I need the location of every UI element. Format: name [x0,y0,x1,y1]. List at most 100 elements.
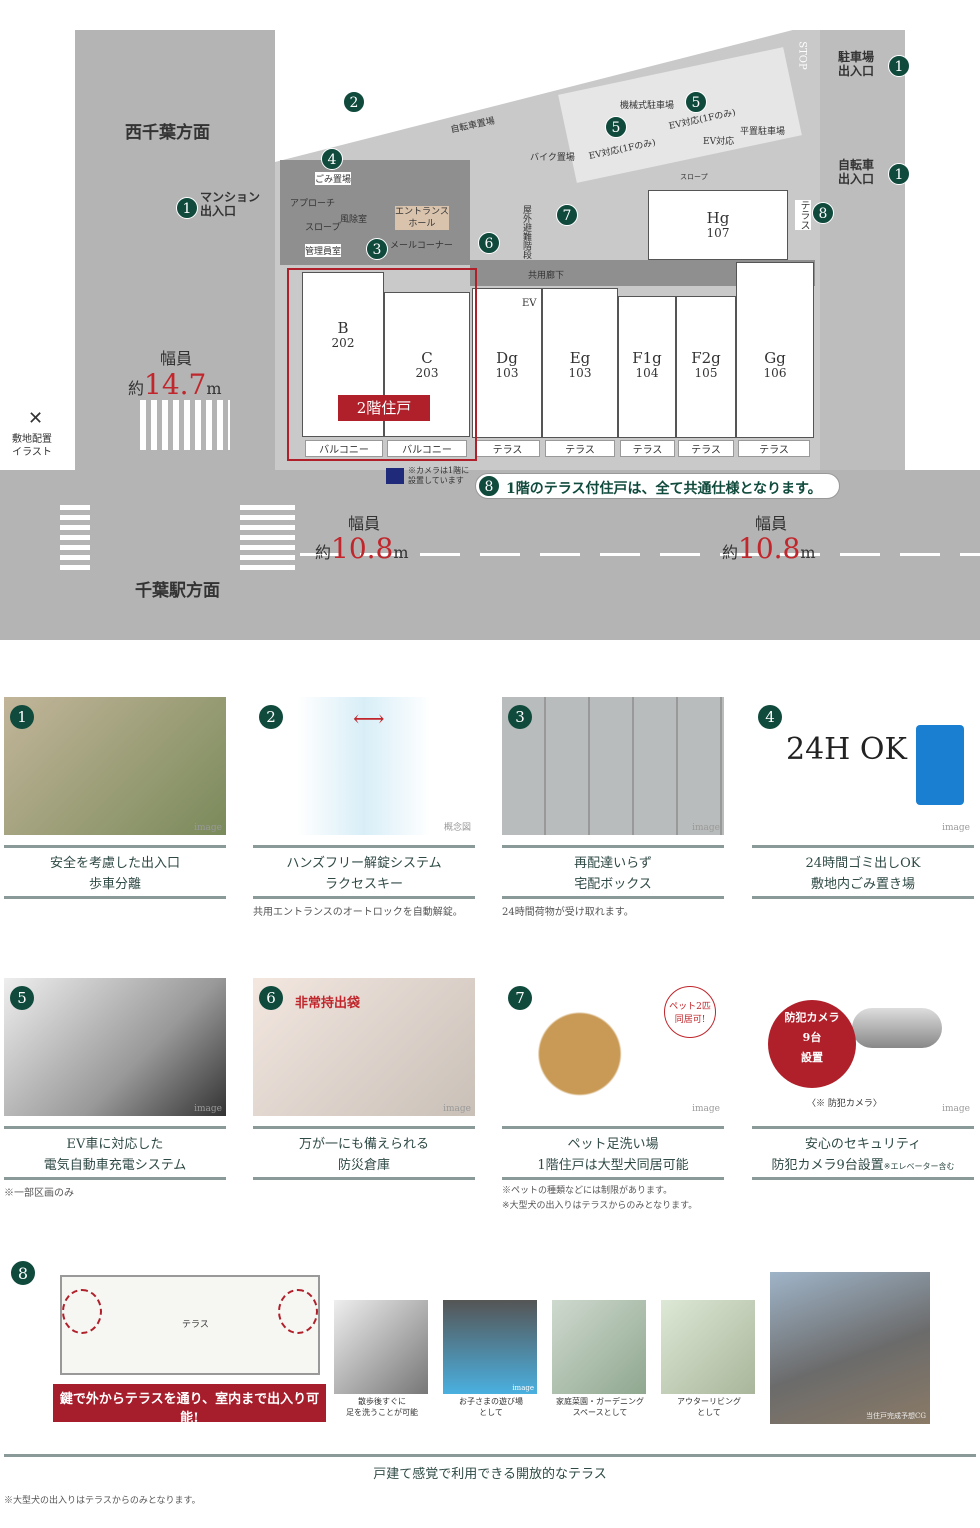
marker-2: 2 [343,91,365,113]
facility-windbreak: 風除室 [340,215,368,225]
compass-label: 敷地配置 イラスト [12,434,52,458]
terrace-render: 当住戸完成予想CG [770,1272,930,1424]
terrace-plan: テラス [60,1275,320,1375]
feature-desc: 共用エントランスのオートロックを自動解錠。 [253,907,463,918]
road-width-label: 幅員 [348,514,381,533]
marker-5: 5 [10,986,34,1010]
facility-flat-parking: 平置駐車場 [740,127,786,137]
feature-photo: 7 ペット2匹 同居可! image [502,978,724,1116]
feature-card: 防犯カメラ 9台 設置〈※ 防犯カメラ〉 image 安心のセキュリティ防犯カメラ… [752,978,974,1180]
marker-8: 8 [478,475,500,497]
terrace-plan-label: テラス [182,1320,209,1330]
site-map: 西千葉方面 千葉駅方面 1 マンション 出入口 1 駐車場 出入口 1 自転車 … [0,0,980,640]
feature-title: 万が一にも備えられる防災倉庫 [253,1126,475,1180]
feature-title: EV車に対応した電気自動車充電システム [4,1126,226,1180]
facility-ev-spot: EV対応 [703,137,735,147]
thumb-outer-living [661,1300,755,1394]
second-floor-outline [287,268,477,461]
facility-garbage: ごみ置場 [315,172,352,185]
compass-icon: ✕ [28,408,44,429]
marker-5: 5 [685,91,707,113]
highlight-circle [62,1289,102,1334]
terrace: テラス [678,440,734,457]
security-camera-icon [852,1008,942,1048]
facility-stairs: 屋外避難階段 [521,205,531,259]
direction-west-chiba: 西千葉方面 [125,123,210,143]
feature-photo: 5 image [4,978,226,1116]
thumb-caption: 家庭菜園・ガーデニング スペースとして [556,1397,644,1417]
camera-count-badge: 防犯カメラ 9台 設置 [768,1000,856,1088]
marker-8: 8 [10,1260,36,1286]
marker-3: 3 [508,705,532,729]
marker-3: 3 [366,238,388,260]
marker-1: 1 [176,197,198,219]
camera-icon [386,468,404,484]
marker-6: 6 [259,986,283,1010]
terrace-note-pill: 8 1階のテラス付住戸は、全て共通仕様となります。 [475,473,840,499]
divider [4,1454,976,1457]
terrace: テラス [475,440,540,457]
marker-2: 2 [259,705,283,729]
facility-bike: バイク置場 [530,153,575,163]
marker-7: 7 [508,986,532,1010]
road-width-value: 約14.7m [128,368,222,401]
facility-manager-room: 管理員室 [305,244,342,257]
facility-mech-parking: 機械式駐車場 [620,101,675,111]
mansion-entrance-label: マンション 出入口 [200,190,261,218]
camera-note: ※カメラは1階に 設置しています [408,466,470,485]
thumb-child-pool: image [443,1300,537,1394]
feature-card: 5 image EV車に対応した電気自動車充電システム ※一部区画のみ [4,978,226,1203]
thumb-gardening [552,1300,646,1394]
trash-can-icon [916,725,964,805]
image-label: image [942,1104,970,1114]
facility-slope: スロープ [305,223,341,233]
terrace: テラス [620,440,675,457]
parking-entrance-label: 駐車場 出入口 [838,50,875,78]
24h-ok-badge: 24H OK [786,732,907,767]
image-label: image [194,1104,222,1114]
feature-title: 安心のセキュリティ防犯カメラ9台設置※エレベーター含む [752,1126,974,1180]
lane-line [300,553,980,556]
direction-chiba-station: 千葉駅方面 [135,581,220,601]
image-label: image [194,823,222,833]
highlight-circle [278,1289,318,1334]
feature-title: 再配達いらず宅配ボックス [502,845,724,899]
marker-1: 1 [10,705,34,729]
terrace-note: 1階のテラス付住戸は、全て共通仕様となります。 [506,481,822,497]
balcony: バルコニー [387,440,467,457]
balcony: バルコニー [305,440,383,457]
feature-desc: 24時間荷物が受け取れます。 [502,907,634,918]
feature-desc: ※ペットの種類などには制限があります。 ※大型犬の出入りはテラスからのみとなりま… [502,1186,698,1211]
thumb-caption: 散歩後すぐに 足を洗うことが可能 [346,1397,418,1417]
road-east [820,30,905,470]
road-vertical [75,30,275,470]
image-label: image [443,1104,471,1114]
terrace: テラス [795,200,811,230]
image-label: image [692,1104,720,1114]
camera-legend: 〈※ 防犯カメラ〉 [807,1099,882,1109]
feature-desc: ※一部区画のみ [4,1188,74,1199]
feature-photo: 防犯カメラ 9台 設置〈※ 防犯カメラ〉 image [752,978,974,1116]
pet-badge: ペット2匹 同居可! [664,986,716,1038]
marker-1: 1 [888,163,910,185]
terrace-banner: 鍵で外からテラスを通り、室内まで出入り可能! ※大型犬の出入りはテラスからのみと… [53,1384,326,1436]
marker-1: 1 [888,55,910,77]
crosswalk [140,400,230,450]
terrace: テラス [738,440,810,457]
terrace-caption: 戸建て感覚で利用できる開放的なテラス [373,1467,607,1482]
thumb-dog [334,1300,428,1394]
terrace-footnote: ※大型犬の出入りはテラスからのみとなります。 [4,1496,201,1506]
stop-marking: STOP [796,41,808,70]
feature-photo: 1 image [4,697,226,835]
